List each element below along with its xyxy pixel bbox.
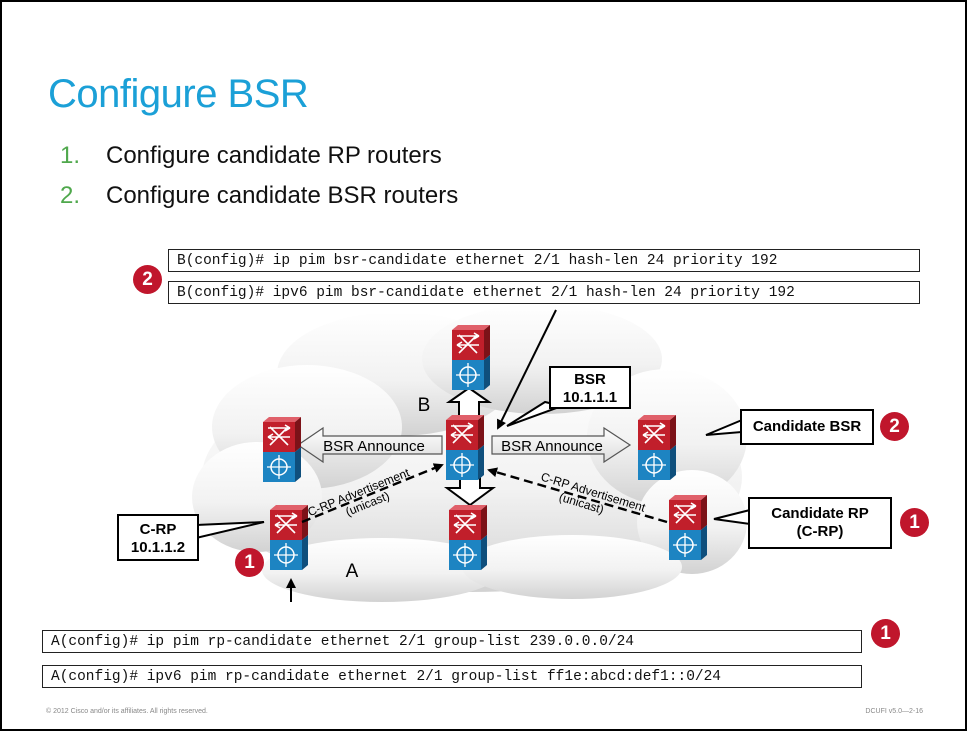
router-left: [262, 416, 302, 483]
crp-advertisement-left-arrow: [301, 463, 444, 524]
step-1-badge: 1: [900, 508, 929, 537]
step-1-badge: 1: [235, 548, 264, 577]
crp-callout-line1: C-RP: [139, 521, 177, 538]
bullet-number: 2.: [60, 182, 81, 209]
footer-copyright: © 2012 Cisco and/or its affiliates. All …: [46, 708, 208, 715]
router-a-crp: [269, 504, 309, 571]
router-top: [451, 324, 491, 391]
crp-callout: C-RP 10.1.1.2: [117, 514, 199, 561]
router-b-bsr: [445, 414, 485, 481]
bsr-announce-right-label: BSR Announce: [501, 438, 603, 455]
router-b-label: B: [418, 395, 431, 416]
router-candidate-bsr: [637, 414, 677, 481]
candidate-bsr-callout: Candidate BSR: [740, 409, 874, 445]
bullet-2: 2. Configure candidate BSR routers: [60, 182, 458, 210]
step-2-badge: 2: [133, 265, 162, 294]
bsr-announce-left-label: BSR Announce: [323, 438, 425, 455]
candidate-rp-line2: (C-RP): [796, 523, 844, 540]
router-candidate-rp: [668, 494, 708, 561]
candidate-rp-callout: Candidate RP (C-RP): [748, 497, 892, 549]
candidate-rp-line1: Candidate RP: [771, 505, 869, 522]
bsr-ipv6-command: B(config)# ipv6 pim bsr-candidate ethern…: [168, 281, 920, 304]
bsr-callout-line2: 10.1.1.1: [562, 389, 618, 406]
bsr-announce-left-arrow: [296, 426, 443, 464]
rp-ipv4-command: A(config)# ip pim rp-candidate ethernet …: [42, 630, 862, 653]
bullet-text: Configure candidate RP routers: [106, 142, 442, 169]
router-a-label: A: [346, 561, 359, 582]
bsr-config-pointer-arrow: [497, 309, 557, 430]
crp-advertisement-right-arrow: [487, 467, 668, 524]
crp-callout-line2: 10.1.1.2: [130, 539, 186, 556]
router-bottom: [448, 504, 488, 571]
bsr-ipv4-command: B(config)# ip pim bsr-candidate ethernet…: [168, 249, 920, 272]
bullet-1: 1. Configure candidate RP routers: [60, 142, 442, 170]
bullet-number: 1.: [60, 142, 81, 169]
step-2-badge: 2: [880, 412, 909, 441]
step-1-badge: 1: [871, 619, 900, 648]
bsr-callout: BSR 10.1.1.1: [549, 366, 631, 409]
page-title: Configure BSR: [48, 72, 309, 116]
footer-course-code: DCUFI v5.0—2-16: [865, 708, 923, 715]
bsr-callout-line1: BSR: [574, 371, 606, 388]
rp-ipv6-command: A(config)# ipv6 pim rp-candidate etherne…: [42, 665, 862, 688]
bullet-text: Configure candidate BSR routers: [106, 182, 459, 209]
bsr-announce-right-arrow: [491, 426, 632, 464]
